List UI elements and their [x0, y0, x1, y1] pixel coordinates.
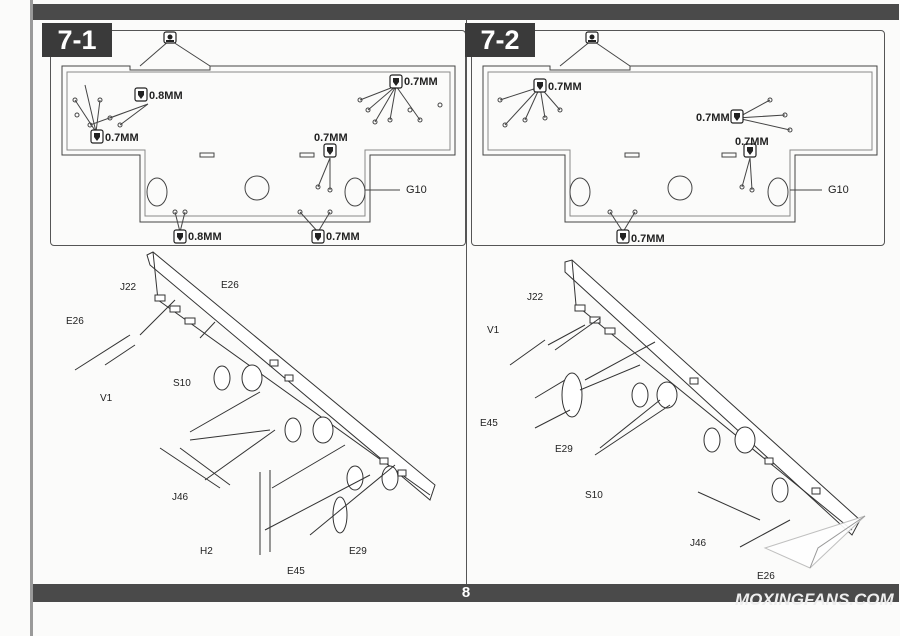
step-7-2-label: 7-2 — [465, 23, 535, 57]
step-7-1-detail-box — [50, 30, 466, 246]
paper-plane-logo — [763, 515, 866, 569]
step-7-2-drill-label-2: 0.7MM — [696, 112, 730, 124]
part-label-s10: S10 — [173, 378, 191, 389]
part-label-h2: H2 — [200, 546, 213, 557]
step-7-1-drill-label-5: 0.8MM — [188, 231, 222, 243]
step-7-1-drill-label-2: 0.7MM — [105, 132, 139, 144]
column-divider — [466, 20, 467, 584]
step-7-1-drill-label-1: 0.8MM — [149, 90, 183, 102]
step-7-2-drill-label-1: 0.7MM — [548, 81, 582, 93]
step-7-1-plate-diagram — [61, 39, 456, 233]
watermark-text: MOXINGFANS.COM — [735, 590, 894, 609]
part-label-v1: V1 — [487, 325, 500, 336]
top-banner — [33, 4, 899, 20]
step-7-1-drill-label-4: 0.7MM — [314, 132, 348, 144]
part-label-e26: E26 — [221, 280, 239, 291]
step-7-2-plate-diagram — [482, 39, 878, 233]
part-label-j22: J22 — [120, 282, 137, 293]
page-number: 8 — [461, 584, 471, 601]
step-7-1-drill-label-6: 0.7MM — [326, 231, 360, 243]
part-label-j46: J46 — [690, 538, 707, 549]
part-label-j22: J22 — [527, 292, 544, 303]
binding-edge — [30, 0, 33, 636]
step-7-2-exploded-view — [509, 259, 861, 548]
step-7-2-drill-label-4: 0.7MM — [631, 233, 665, 245]
part-label-e45: E45 — [480, 418, 498, 429]
part-label-e45: E45 — [287, 566, 305, 577]
step-7-2-drill-label-3: 0.7MM — [735, 136, 769, 148]
part-label-e26: E26 — [66, 316, 84, 327]
step-7-1-label: 7-1 — [42, 23, 112, 57]
step-7-1-exploded-view — [74, 251, 436, 555]
part-label-e29: E29 — [349, 546, 367, 557]
part-label-j46: J46 — [172, 492, 189, 503]
part-label-e29: E29 — [555, 444, 573, 455]
part-label-v1: V1 — [100, 393, 113, 404]
step-7-1-drill-label-3: 0.7MM — [404, 76, 438, 88]
step-7-1-detail-part-label: G10 — [406, 184, 427, 196]
part-label-s10: S10 — [585, 490, 603, 501]
step-7-2-detail-box — [471, 30, 885, 246]
bottom-banner — [33, 584, 899, 602]
part-label-e26: E26 — [757, 571, 775, 582]
step-7-2-detail-part-label: G10 — [828, 184, 849, 196]
